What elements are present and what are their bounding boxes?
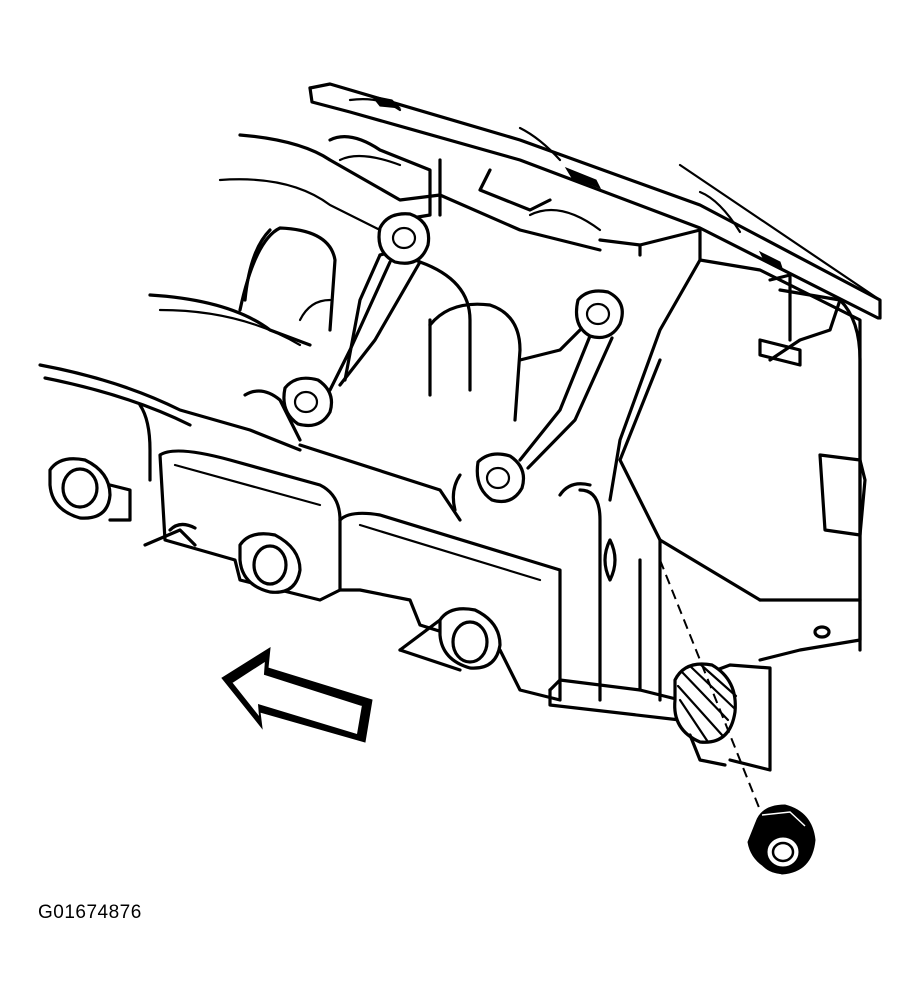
block-rear-face: [558, 228, 867, 702]
drain-plug-icon: [747, 804, 816, 875]
oil-pan-flange: [548, 538, 772, 811]
bearing-cap-bosses: [282, 212, 624, 504]
block-middle-row: [148, 226, 582, 422]
arrow-forward-icon: [221, 647, 373, 743]
figure-code: G01674876: [38, 902, 142, 923]
block-top-rail: [308, 82, 882, 320]
pan-rail-bolt-holes: [48, 457, 502, 672]
